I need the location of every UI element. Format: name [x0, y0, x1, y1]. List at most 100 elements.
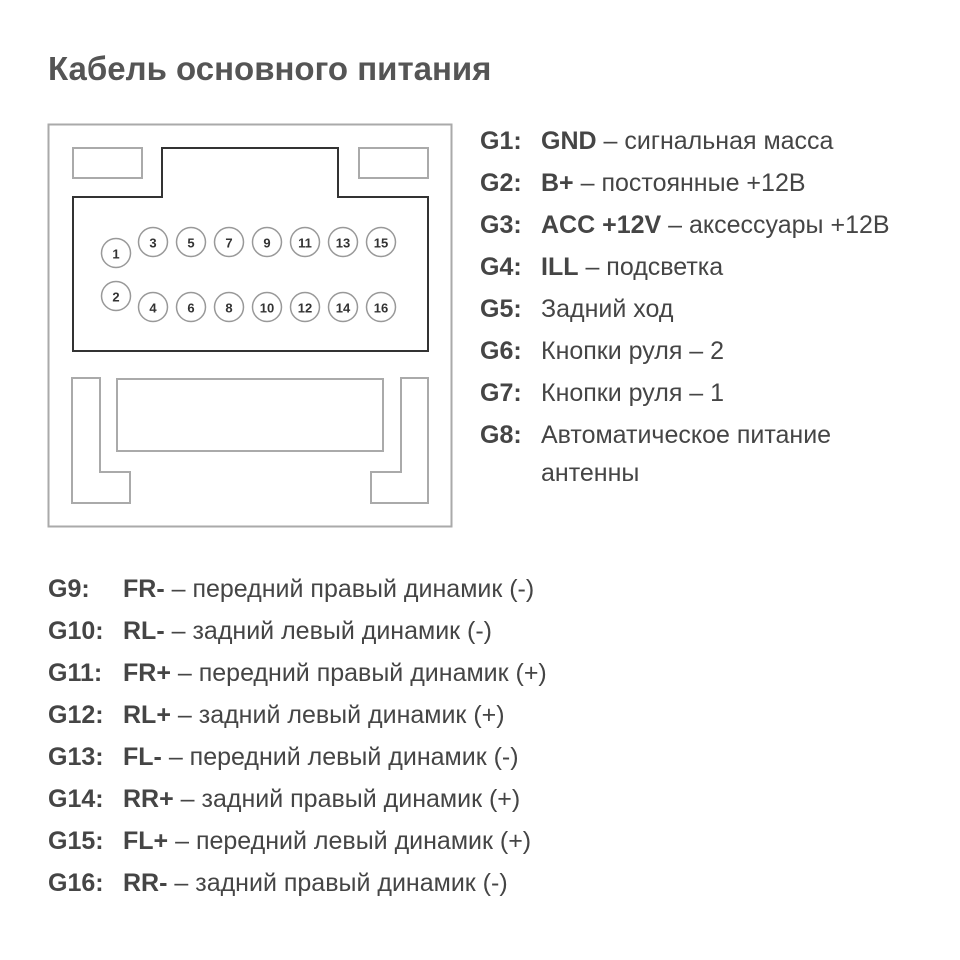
- signal-name: FL+: [123, 827, 169, 855]
- signal-name: FL-: [123, 743, 162, 771]
- signal-name: FR+: [123, 659, 171, 687]
- pin-code: G6:: [480, 337, 522, 365]
- pin-code: G10:: [48, 617, 104, 645]
- pin-description-row: G9: FR- – передний правый динамик (-): [48, 568, 547, 610]
- signal-description: – подсветка: [578, 253, 724, 281]
- pin-code: G7:: [480, 379, 522, 407]
- pin-text: Кнопки руля – 2: [541, 330, 724, 372]
- signal-name: B+: [541, 169, 574, 197]
- pin-code: G12:: [48, 701, 104, 729]
- pin-code: G13:: [48, 743, 104, 771]
- pin-number: 10: [260, 301, 274, 316]
- connector-outline: [47, 123, 453, 528]
- signal-description: – задний правый динамик (+): [173, 785, 521, 813]
- pin-description-row: G5:Задний ход: [480, 288, 920, 330]
- pin-6: 6: [175, 291, 207, 323]
- pin-number: 3: [149, 236, 156, 251]
- pin-text: ILL – подсветка: [541, 246, 723, 288]
- pin-circle: [137, 226, 169, 258]
- pin-8: 8: [213, 291, 245, 323]
- pin-5: 5: [175, 226, 207, 258]
- pin-number: 9: [263, 236, 270, 251]
- guide-center: [116, 378, 384, 452]
- guide-right: [370, 377, 429, 504]
- pin-number: 11: [298, 236, 312, 251]
- pin-10: 10: [251, 291, 283, 323]
- latch-right: [358, 147, 429, 179]
- pin-description-row: G1: GND – сигнальная масса: [480, 120, 920, 162]
- signal-description: – сигнальная масса: [596, 127, 834, 155]
- pin-1: 1: [100, 237, 132, 269]
- pin-12: 12: [289, 291, 321, 323]
- pin-number: 8: [225, 301, 232, 316]
- pin-number: 15: [374, 236, 388, 251]
- signal-name: ILL: [541, 253, 579, 281]
- pin-description-row: G2:B+ – постоянные +12В: [480, 162, 920, 204]
- pin-text: FL- – передний левый динамик (-): [123, 736, 519, 778]
- pin-number: 12: [298, 301, 312, 316]
- pin-code: G1:: [480, 127, 522, 155]
- pin-circle: [327, 291, 359, 323]
- pin-text: FR- – передний правый динамик (-): [123, 568, 534, 610]
- pin-circle: [100, 237, 132, 269]
- pin-text: RR- – задний правый динамик (-): [123, 862, 508, 904]
- pin-circle: [251, 291, 283, 323]
- signal-name: RL-: [123, 617, 165, 645]
- pin-text: ACC +12V – аксессуары +12В: [541, 204, 890, 246]
- pin-11: 11: [289, 226, 321, 258]
- signal-name: FR-: [123, 575, 165, 603]
- latch-left: [72, 147, 143, 179]
- signal-description: – передний правый динамик (+): [170, 659, 547, 687]
- signal-description: – постоянные +12В: [573, 169, 806, 197]
- pin-description-row: G16:RR- – задний правый динамик (-): [48, 862, 547, 904]
- signal-description: – задний правый динамик (-): [167, 869, 508, 897]
- pin-circle: [251, 226, 283, 258]
- pin-list-bottom: G9: FR- – передний правый динамик (-) G10:…: [48, 568, 547, 904]
- signal-name: RR+: [123, 785, 174, 813]
- pin-text: Задний ход: [541, 288, 673, 330]
- pin-description-row: G15:FL+ – передний левый динамик (+): [48, 820, 547, 862]
- pin-description-row: G4:ILL – подсветка: [480, 246, 920, 288]
- pin-circle: [175, 291, 207, 323]
- pin-16: 16: [365, 291, 397, 323]
- pin-2: 2: [100, 280, 132, 312]
- pin-number: 13: [336, 236, 350, 251]
- pin-number: 7: [225, 236, 232, 251]
- signal-description: Задний ход: [541, 295, 674, 323]
- signal-description: – передний левый динамик (-): [161, 743, 519, 771]
- pin-text: RL+ – задний левый динамик (+): [123, 694, 505, 736]
- signal-name: RL+: [123, 701, 171, 729]
- pin-circle: [213, 226, 245, 258]
- pin-text: FR+ – передний правый динамик (+): [123, 652, 547, 694]
- signal-description: – аксессуары +12В: [661, 211, 890, 239]
- signal-description: – задний левый динамик (-): [164, 617, 493, 645]
- pin-circle: [289, 291, 321, 323]
- pin-circle: [289, 226, 321, 258]
- pin-15: 15: [365, 226, 397, 258]
- pin-description-row: G8: Автоматическое питание антенны: [480, 414, 920, 494]
- pin-text: B+ – постоянные +12В: [541, 162, 806, 204]
- pin-text: Автоматическое питание антенны: [541, 414, 920, 494]
- signal-description: Кнопки руля – 2: [541, 337, 725, 365]
- pin-code: G14:: [48, 785, 104, 813]
- pin-number: 5: [187, 236, 194, 251]
- pin-text: RL- – задний левый динамик (-): [123, 610, 492, 652]
- pin-text: RR+ – задний правый динамик (+): [123, 778, 520, 820]
- pin-number: 1: [112, 247, 119, 262]
- pin-number: 2: [112, 290, 119, 305]
- signal-name: GND: [541, 127, 597, 155]
- pin-code: G8:: [480, 421, 522, 449]
- pin-code: G9:: [48, 575, 90, 603]
- pin-description-row: G11: FR+ – передний правый динамик (+): [48, 652, 547, 694]
- pin-circle: [327, 226, 359, 258]
- pin-circle: [100, 280, 132, 312]
- pin-circle: [365, 291, 397, 323]
- pin-number: 6: [187, 301, 194, 316]
- signal-name: ACC +12V: [541, 211, 662, 239]
- pin-text: GND – сигнальная масса: [541, 120, 833, 162]
- pin-code: G11:: [48, 659, 103, 687]
- signal-description: – передний правый динамик (-): [164, 575, 535, 603]
